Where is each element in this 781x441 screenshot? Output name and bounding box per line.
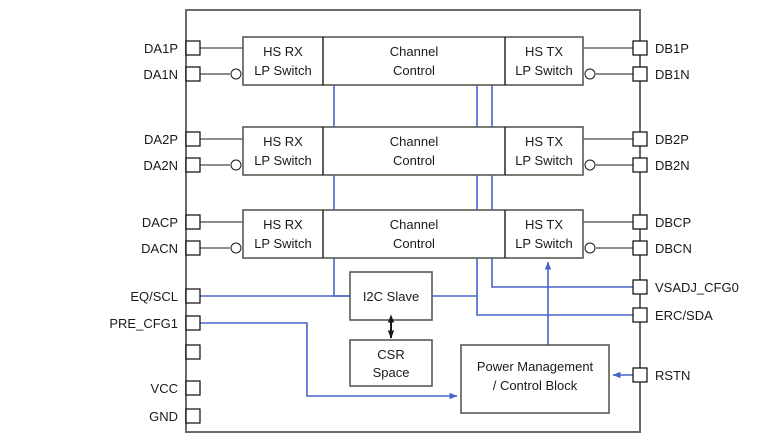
inverter-bubble-db1n bbox=[584, 68, 596, 80]
pin-label-db1p: DB1P bbox=[655, 41, 689, 56]
pin-db1n[interactable] bbox=[632, 66, 648, 82]
channel-2-block bbox=[242, 126, 584, 176]
pin-label-dacn: DACN bbox=[141, 241, 178, 256]
pin-label-rstn: RSTN bbox=[655, 368, 690, 383]
inverter-bubble-da1n bbox=[230, 68, 242, 80]
power-management-label-line1: Power Management bbox=[477, 359, 594, 374]
pin-label-da2n: DA2N bbox=[143, 158, 178, 173]
pin-dbcp[interactable] bbox=[632, 214, 648, 230]
channel-1-ctrl-label-line2: Control bbox=[393, 63, 435, 78]
pin-label-dbcp: DBCP bbox=[655, 215, 691, 230]
pin-label-dbcn: DBCN bbox=[655, 241, 692, 256]
csr-space-label-line1: CSR bbox=[377, 347, 404, 362]
csr-space-block bbox=[349, 339, 433, 387]
channel-clock-ctrl-label-line2: Control bbox=[393, 236, 435, 251]
bus-ctrl-right-vertical-b bbox=[491, 85, 633, 288]
channel-clock-ctrl-label-line1: Channel bbox=[390, 217, 439, 232]
bus-ctrl-right-vertical-a bbox=[476, 85, 633, 316]
bus-ctrl-left-vertical bbox=[333, 85, 350, 297]
channel-2-group: HS RX LP Switch Channel Control HS TX LP… bbox=[193, 126, 633, 176]
pin-label-vcc: VCC bbox=[151, 381, 178, 396]
pin-label-da1n: DA1N bbox=[143, 67, 178, 82]
pin-erc-sda[interactable] bbox=[632, 307, 648, 323]
channel-2-tx-label-line2: LP Switch bbox=[515, 153, 573, 168]
csr-space-label-line2: Space bbox=[373, 365, 410, 380]
channel-1-rx-label-line1: HS RX bbox=[263, 44, 303, 59]
pin-label-dacp: DACP bbox=[142, 215, 178, 230]
channel-clock-rx-label-line2: LP Switch bbox=[254, 236, 312, 251]
pin-label-vsadj-cfg0: VSADJ_CFG0 bbox=[655, 280, 739, 295]
inverter-bubble-dbcn bbox=[584, 242, 596, 254]
pin-da1n[interactable] bbox=[185, 66, 201, 82]
pin-label-erc-sda: ERC/SDA bbox=[655, 308, 713, 323]
power-management-block bbox=[460, 344, 610, 414]
pin-db2p[interactable] bbox=[632, 131, 648, 147]
channel-clock-group: HS RX LP Switch Channel Control HS TX LP… bbox=[193, 209, 633, 259]
channel-1-group: HS RX LP Switch Channel Control HS TX LP… bbox=[193, 36, 633, 86]
pin-dacn[interactable] bbox=[185, 240, 201, 256]
pin-dacp[interactable] bbox=[185, 214, 201, 230]
pin-label-db2n: DB2N bbox=[655, 158, 690, 173]
pin-da2n[interactable] bbox=[185, 157, 201, 173]
pin-label-pre-cfg1: PRE_CFG1 bbox=[109, 316, 178, 331]
pin-label-da1p: DA1P bbox=[144, 41, 178, 56]
pin-label-gnd: GND bbox=[149, 409, 178, 424]
pin-label-da2p: DA2P bbox=[144, 132, 178, 147]
inverter-bubble-dacn bbox=[230, 242, 242, 254]
i2c-slave-label: I2C Slave bbox=[363, 289, 419, 304]
pin-vsadj-cfg0[interactable] bbox=[632, 279, 648, 295]
channel-2-ctrl-label-line2: Control bbox=[393, 153, 435, 168]
pin-da2p[interactable] bbox=[185, 131, 201, 147]
channel-2-rx-label-line2: LP Switch bbox=[254, 153, 312, 168]
channel-clock-rx-label-line1: HS RX bbox=[263, 217, 303, 232]
pin-label-eq-scl: EQ/SCL bbox=[130, 289, 178, 304]
channel-clock-block bbox=[242, 209, 584, 259]
channel-1-rx-label-line2: LP Switch bbox=[254, 63, 312, 78]
inverter-bubble-da2n bbox=[230, 159, 242, 171]
channel-2-ctrl-label-line1: Channel bbox=[390, 134, 439, 149]
channel-clock-tx-label-line1: HS TX bbox=[525, 217, 563, 232]
channel-1-tx-label-line2: LP Switch bbox=[515, 63, 573, 78]
left-pins-group: DA1P DA1N DA2P DA2N DACP DACN EQ/SCL PRE… bbox=[109, 40, 201, 424]
pin-gnd[interactable] bbox=[185, 408, 201, 424]
pin-rstn[interactable] bbox=[632, 367, 648, 383]
i2c-slave-block bbox=[349, 271, 433, 321]
channel-2-rx-label-line1: HS RX bbox=[263, 134, 303, 149]
pin-eq-scl[interactable] bbox=[185, 288, 201, 304]
inverter-bubble-db2n bbox=[584, 159, 596, 171]
pin-label-db1n: DB1N bbox=[655, 67, 690, 82]
channel-2-tx-label-line1: HS TX bbox=[525, 134, 563, 149]
pin-dbcn[interactable] bbox=[632, 240, 648, 256]
pin-unlabeled[interactable] bbox=[185, 344, 201, 360]
pin-pre-cfg1[interactable] bbox=[185, 315, 201, 331]
right-pins-group: DB1P DB1N DB2P DB2N DBCP DBCN VSADJ_CFG0… bbox=[632, 40, 739, 383]
pin-label-db2p: DB2P bbox=[655, 132, 689, 147]
channel-1-block bbox=[242, 36, 584, 86]
pin-db2n[interactable] bbox=[632, 157, 648, 173]
channel-1-ctrl-label-line1: Channel bbox=[390, 44, 439, 59]
channel-clock-tx-label-line2: LP Switch bbox=[515, 236, 573, 251]
channel-1-tx-label-line1: HS TX bbox=[525, 44, 563, 59]
wire-precfg1-to-pm bbox=[193, 322, 458, 400]
power-management-label-line2: / Control Block bbox=[493, 378, 578, 393]
pin-db1p[interactable] bbox=[632, 40, 648, 56]
pin-da1p[interactable] bbox=[185, 40, 201, 56]
pin-vcc[interactable] bbox=[185, 380, 201, 396]
